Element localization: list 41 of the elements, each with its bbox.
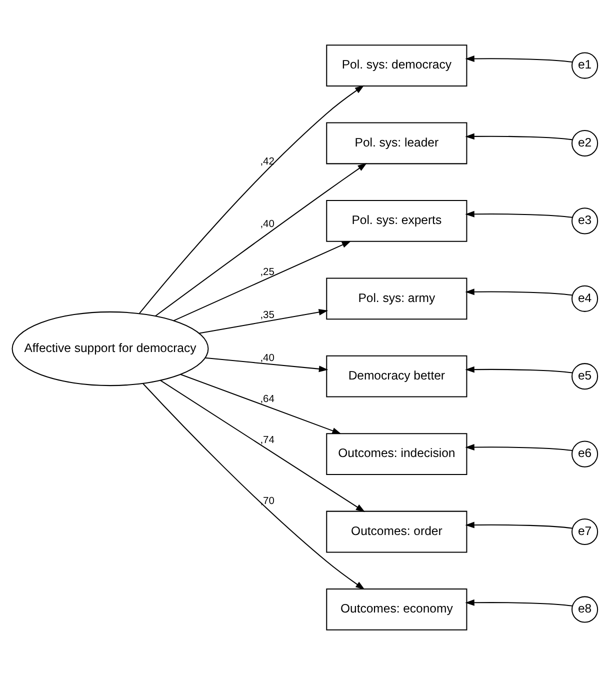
node-circle: e3	[572, 207, 598, 234]
node-circle: e7	[572, 518, 598, 545]
edge-label: ,40	[260, 218, 274, 230]
arrow	[465, 444, 572, 451]
node-circle: e6	[572, 440, 598, 467]
edge-label: ,40	[260, 352, 274, 364]
node-circle: e4	[572, 284, 598, 312]
node-box: Pol. sys: army	[326, 277, 468, 320]
arrow	[199, 308, 328, 334]
node-ellipse: Affective support for democracy	[12, 310, 209, 386]
edge-label: ,70	[260, 496, 274, 507]
arrow	[155, 162, 367, 316]
edge-label: ,42	[260, 156, 274, 168]
node-box: Democracy better	[326, 354, 468, 397]
node-box: Outcomes: economy	[326, 588, 468, 630]
edge-label: ,74	[260, 434, 274, 446]
node-box: Pol. sys: leader	[326, 122, 468, 164]
node-circle: e8	[572, 596, 598, 622]
arrow	[180, 373, 342, 434]
arrow	[465, 366, 572, 373]
arrow	[465, 288, 572, 296]
arrow	[465, 132, 572, 140]
arrow	[142, 382, 365, 590]
arrow	[465, 210, 572, 218]
edge-label: ,35	[260, 310, 274, 321]
arrow	[173, 240, 352, 321]
arrow	[465, 521, 572, 528]
node-circle: e2	[572, 129, 598, 156]
edge-label: ,64	[260, 393, 274, 404]
edge-label: ,25	[260, 266, 274, 278]
node-box: Outcomes: indecision	[326, 432, 468, 475]
node-box: Pol. sys: democracy	[326, 44, 468, 86]
arrow	[465, 55, 572, 62]
node-circle: e1	[572, 52, 598, 78]
node-box: Outcomes: order	[326, 510, 468, 552]
node-box: Pol. sys: experts	[326, 199, 468, 242]
arrow	[465, 598, 572, 606]
arrow	[205, 356, 328, 372]
arrow	[139, 84, 364, 314]
arrow	[160, 380, 366, 512]
node-circle: e5	[572, 362, 598, 390]
